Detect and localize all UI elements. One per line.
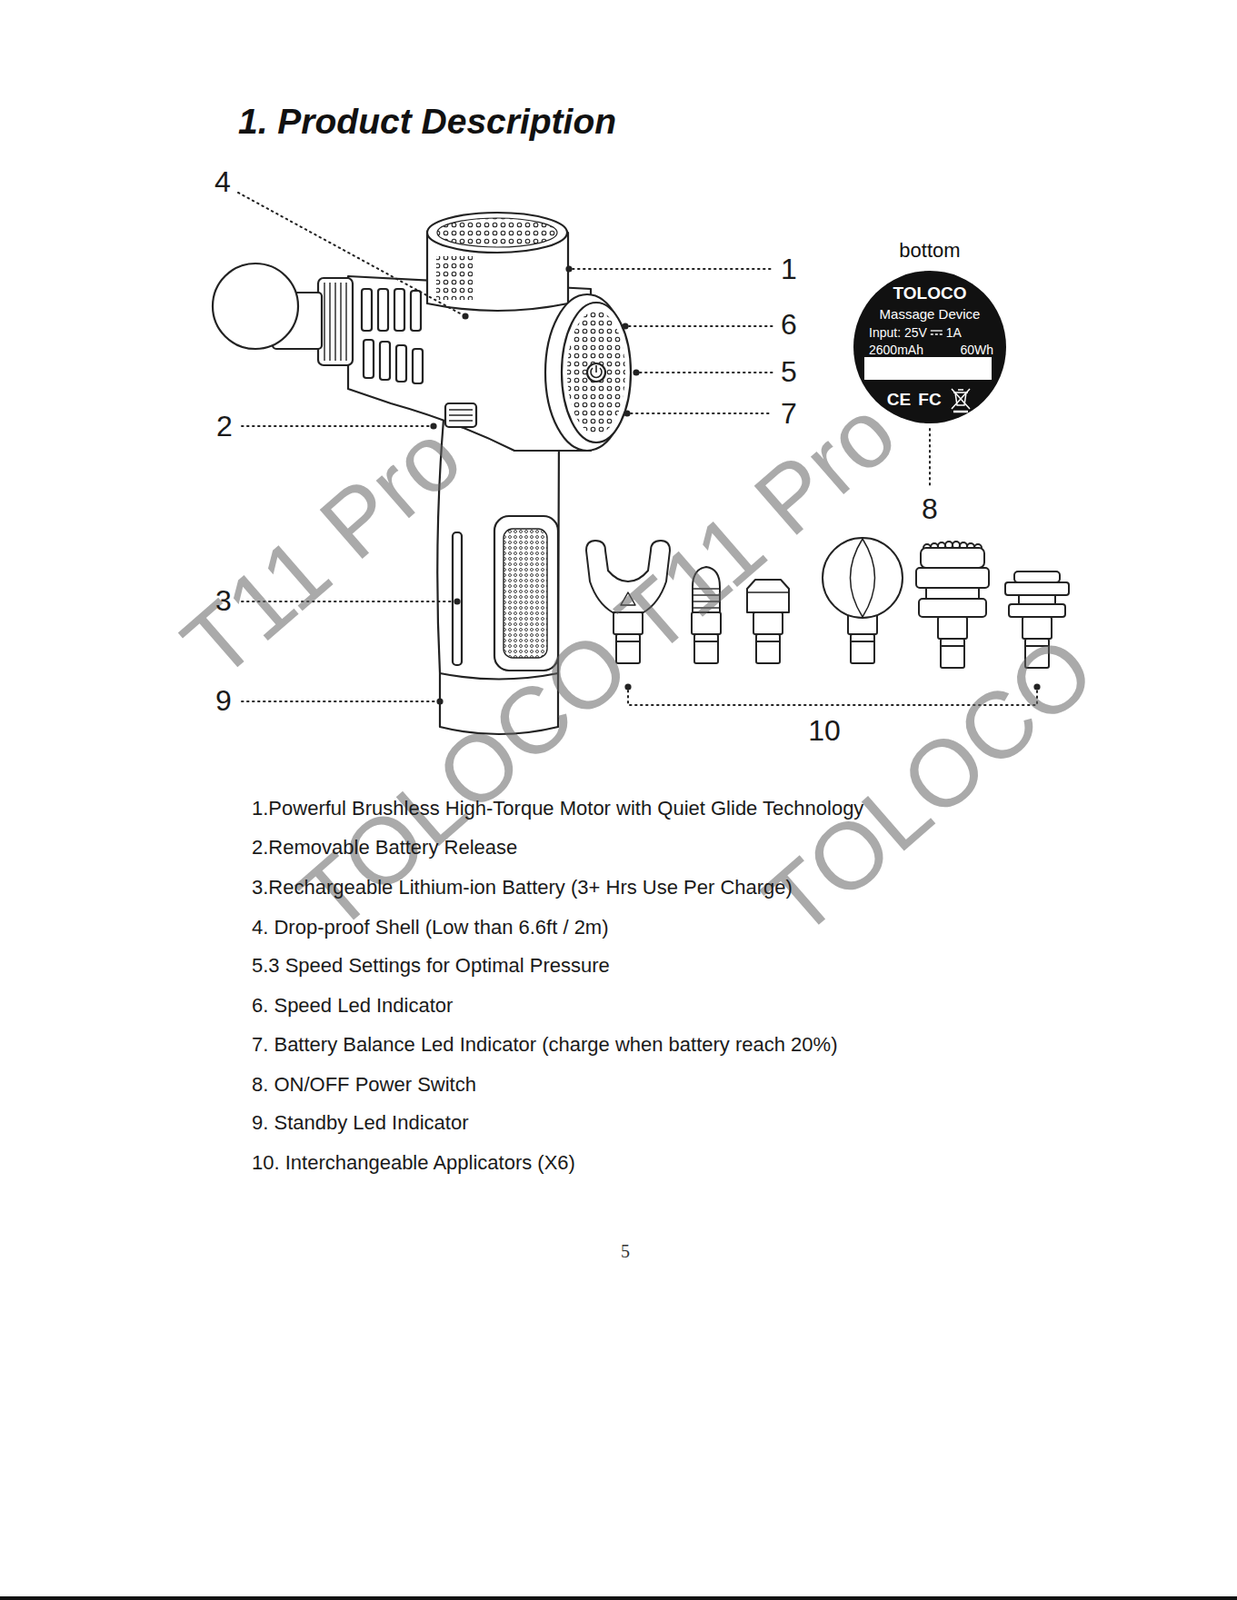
rating-text: Input: 25V (868, 326, 928, 340)
callout-number: 4 (214, 167, 231, 197)
collar (318, 278, 353, 366)
collar-ribs (324, 282, 347, 361)
feature-list-item: 2.Removable Battery Release (251, 837, 518, 858)
round-applicator (822, 538, 903, 664)
page-bottom-rule (0, 1596, 1237, 1600)
motor-top-vents (437, 218, 558, 248)
certification-mark: CE (887, 390, 911, 409)
handle (437, 419, 559, 735)
callout-number: 1 (780, 254, 798, 284)
rating-text: 1A (946, 326, 962, 340)
recycle-bin-symbol (951, 389, 970, 412)
serial-bar (864, 357, 992, 380)
dc-symbol (930, 330, 943, 335)
button-ridges (448, 409, 473, 421)
feature-list-item: 4. Drop-proof Shell (Low than 6.6ft / 2m… (251, 917, 609, 938)
power-button (587, 363, 606, 382)
back-face (561, 302, 631, 443)
watermark: T11 Pro (166, 407, 478, 695)
leader-lines (238, 192, 1038, 706)
spiky-applicator (916, 541, 989, 669)
callout-number: 7 (780, 399, 798, 429)
feature-list-item: 1.Powerful Brushless High-Torque Motor w… (251, 798, 864, 819)
callout-number: 10 (808, 716, 841, 746)
motor-top (427, 212, 568, 253)
page-title: 1. Product Description (238, 103, 617, 140)
watermark: TOLOCO (748, 619, 1110, 952)
grip-texture (503, 528, 548, 659)
callout-number: 3 (215, 586, 232, 616)
leader-dots (429, 265, 1040, 705)
flat-applicator (747, 579, 789, 664)
barrel-vents (361, 289, 423, 384)
feature-list-item: 8. ON/OFF Power Switch (251, 1075, 477, 1096)
callout-number: 9 (215, 686, 232, 716)
cushion-applicator (1005, 571, 1069, 669)
certification-mark: FC (917, 390, 941, 409)
callout-number: 6 (780, 309, 798, 340)
fork-applicator (586, 540, 670, 664)
brand-name: TOLOCO (893, 284, 968, 302)
ball-head (212, 263, 299, 350)
feature-list-item: 9. Standby Led Indicator (251, 1113, 469, 1134)
side-vents (436, 256, 473, 300)
side-heading: bottom (898, 240, 960, 261)
rating-label-circle: bottomTOLOCOMassage DeviceInput: 25V1A26… (853, 270, 1007, 424)
massage-gun (212, 212, 631, 735)
rating-text: 2600mAh (868, 343, 924, 357)
grip-panel (494, 516, 559, 671)
circle-fill (853, 270, 1007, 424)
applicators (586, 538, 1069, 669)
battery-led-strip (452, 532, 462, 666)
device-name: Massage Device (879, 307, 981, 321)
back-vents (567, 310, 626, 435)
callout-number: 8 (921, 494, 938, 524)
bullet-applicator (691, 567, 721, 664)
feature-list-item: 5.3 Speed Settings for Optimal Pressure (251, 956, 610, 977)
rating-text: 60Wh (959, 343, 994, 357)
feature-list-item: 10. Interchangeable Applicators (X6) (251, 1153, 576, 1174)
page-number: 5 (620, 1242, 630, 1261)
feature-list-item: 7. Battery Balance Led Indicator (charge… (251, 1035, 838, 1056)
callout-number: 2 (216, 411, 233, 441)
battery-base-seam (439, 673, 559, 680)
battery-release-button (445, 403, 477, 428)
power-icon (590, 365, 602, 378)
feature-list-item: 6. Speed Led Indicator (251, 996, 453, 1017)
callout-number: 5 (780, 357, 798, 387)
feature-list-item: 3.Rechargeable Lithium-ion Battery (3+ H… (251, 877, 793, 898)
